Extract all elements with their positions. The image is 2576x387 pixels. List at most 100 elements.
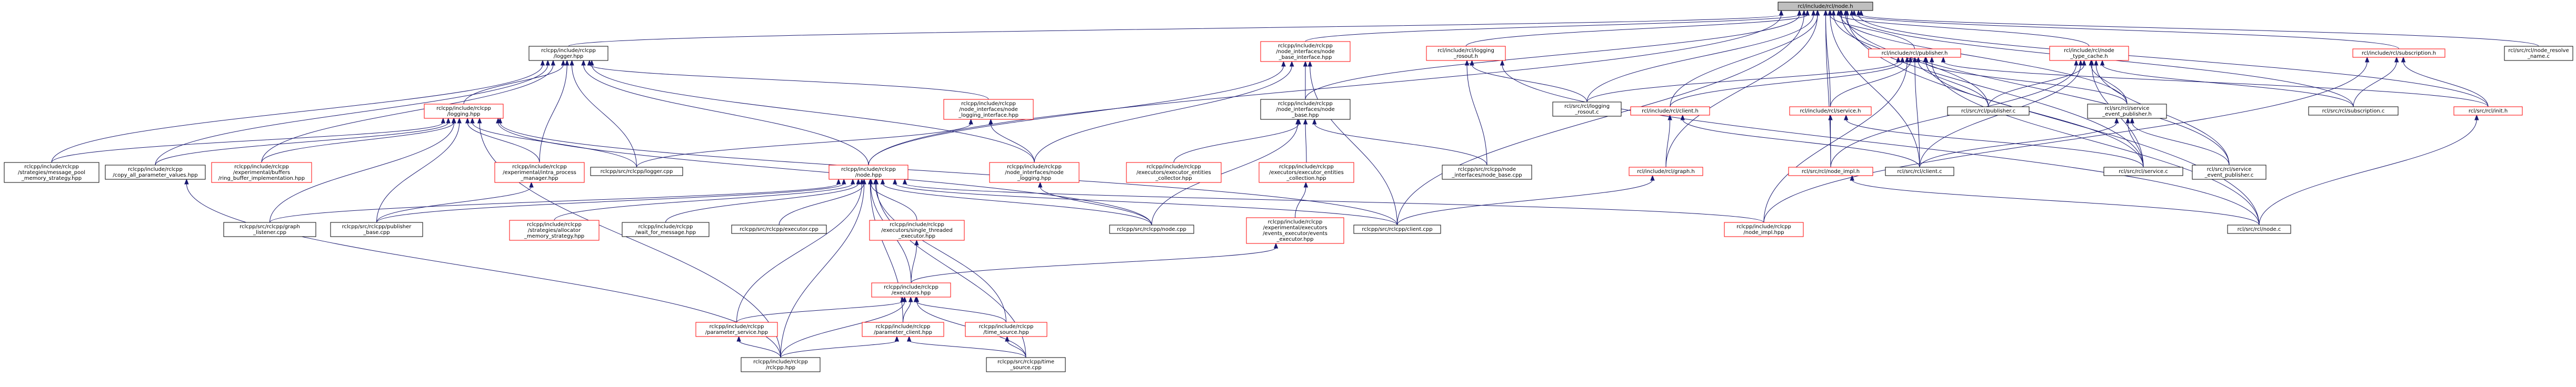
graph-node-rclcpp-hpp[interactable]: rclcpp/include/rclcpp/rclcpp.hpp [741, 357, 821, 372]
node-label-line: rcl/src/rcl/logging [1564, 104, 1610, 109]
node-label-line: rclcpp/include/rclcpp [1268, 219, 1323, 225]
edge-arrowhead [880, 178, 885, 185]
node-label-line: /executors/single_threaded [881, 228, 953, 233]
dependency-edge [554, 183, 853, 221]
graph-node-wait-for-message[interactable]: rclcpp/include/rclcpp/wait_for_message.h… [622, 222, 710, 237]
node-box [211, 162, 312, 183]
graph-node-copy-all-params[interactable]: rclcpp/include/rclcpp/copy_all_parameter… [105, 165, 206, 180]
graph-node-rcl-node-impl-h[interactable]: rcl/src/rcl/node_impl.h [1788, 167, 1873, 176]
dependency-edge [583, 64, 869, 166]
graph-node-time-source-cpp[interactable]: rclcpp/src/rclcpp/time_source.cpp [986, 357, 1066, 372]
dependency-edge [2132, 122, 2230, 166]
graph-node-nif-logging-iface[interactable]: rclcpp/include/rclcpp/node_interfaces/no… [943, 99, 1034, 120]
graph-node-rcl-client-h[interactable]: rcl/include/rcl/client.h [1630, 106, 1710, 116]
graph-node-rcl-client-c[interactable]: rcl/src/rcl/client.c [1885, 167, 1954, 176]
node-label-line: _logging.hpp [1017, 176, 1051, 181]
node-box [943, 99, 1034, 120]
graph-node-rcl-service-h[interactable]: rcl/include/rcl/service.h [1789, 106, 1872, 116]
graph-node-events-executor[interactable]: rclcpp/include/rclcpp/experimental/execu… [1246, 217, 1344, 244]
graph-node-rcl-publisher-h[interactable]: rcl/include/rcl/publisher.h [1868, 48, 1961, 58]
graph-node-executors-hpp[interactable]: rclcpp/include/rclcpp/executors.hpp [871, 282, 951, 298]
node-label-line: _manager.hpp [520, 176, 558, 181]
edge-arrowhead [1941, 56, 1946, 63]
dependency-edge [155, 122, 449, 166]
graph-node-executor-entities-collection[interactable]: rclcpp/include/rclcpp/executors/executor… [1259, 162, 1354, 183]
node-label-line: /strategies/message_pool [18, 170, 85, 176]
graph-node-node-hpp[interactable]: rclcpp/include/rclcpp/node.hpp [828, 165, 908, 180]
edge-arrowhead [969, 118, 973, 125]
graph-node-single-threaded-exec[interactable]: rclcpp/include/rclcpp/executors/single_t… [869, 220, 965, 241]
graph-node-nif-node-logging[interactable]: rclcpp/include/rclcpp/node_interfaces/no… [989, 162, 1080, 183]
graph-node-publisher-base-cpp[interactable]: rclcpp/src/rclcpp/publisher_base.cpp [330, 222, 423, 237]
graph-node-nif-base-iface[interactable]: rclcpp/include/rclcpp/node_interfaces/no… [1260, 41, 1351, 62]
graph-node-rcl-logging-rosout[interactable]: rcl/include/rcl/logging_rosout.h [1426, 46, 1506, 61]
graph-node-allocator-mem-strategy[interactable]: rclcpp/include/rclcpp/strategies/allocat… [509, 220, 600, 241]
dependency-edge [1472, 64, 1587, 103]
node-label-line: /node_impl.hpp [1743, 230, 1784, 236]
graph-node-rcl-service-event-pub-c[interactable]: rcl/src/rcl/service_event_publisher.c [2192, 165, 2267, 180]
graph-node-client-cpp[interactable]: rclcpp/src/rclcpp/client.cpp [1353, 225, 1441, 234]
dependency-edge [1665, 14, 1818, 168]
node-box [1353, 225, 1441, 234]
dependency-edge [1665, 119, 1671, 168]
dependency-edge [870, 183, 903, 323]
graph-node-rcl-logging-rosout-c[interactable]: rcl/src/rcl/logging_rosout.c [1552, 101, 1622, 117]
graph-node-executor-entities-collector[interactable]: rclcpp/include/rclcpp/executors/executor… [1126, 162, 1222, 183]
graph-node-rcl-service-c[interactable]: rcl/src/rcl/service.c [2103, 167, 2183, 176]
graph-node-logger-cpp[interactable]: rclcpp/src/rclcpp/logger.cpp [590, 167, 683, 176]
edge-arrowhead [894, 335, 900, 342]
graph-node-executor-cpp[interactable]: rclcpp/src/rclcpp/executor.cpp [731, 225, 827, 234]
graph-node-rcl-subscription-h[interactable]: rcl/include/rcl/subscription.h [2352, 48, 2445, 58]
dependency-edge [376, 122, 460, 223]
node-label-line: rclcpp/src/rclcpp/client.cpp [1362, 227, 1432, 232]
edge-arrowhead [2074, 59, 2079, 66]
node-label-line: rclcpp/include/rclcpp [1736, 224, 1791, 230]
node-box [4, 162, 99, 183]
dependency-edge [2091, 64, 2128, 105]
graph-node-nif-node-base[interactable]: rclcpp/include/rclcpp/node_interfaces/no… [1260, 99, 1351, 120]
dependency-edge [1841, 14, 2144, 168]
edge-arrowhead [856, 178, 861, 185]
graph-node-rcl-node-type-cache[interactable]: rcl/include/rcl/node_type_cache.h [2049, 46, 2129, 61]
dependency-edge [269, 122, 455, 223]
graph-node-rcl-subscription-c[interactable]: rcl/src/rcl/subscription.c [2308, 106, 2399, 116]
graph-node-rcl-service-event-pub-h[interactable]: rcl/src/rcl/service_event_publisher.h [2087, 104, 2167, 119]
graph-node-logging-hpp[interactable]: rclcpp/include/rclcpp/logging.hpp [424, 104, 504, 119]
graph-node-rcl-node-c[interactable]: rcl/src/rcl/node.c [2227, 225, 2291, 234]
node-label-line: /wait_for_message.hpp [635, 230, 696, 236]
graph-node-root[interactable]: rcl/include/rcl/node.h [1778, 2, 1873, 11]
dependency-edge [2259, 119, 2477, 226]
edge-arrowhead [1797, 9, 1802, 16]
graph-node-parameter-client-hpp[interactable]: rclcpp/include/rclcpp/parameter_client.h… [862, 322, 944, 337]
dependency-edge [780, 340, 897, 358]
dependency-edge [2353, 61, 2397, 107]
graph-node-logger-hpp[interactable]: rclcpp/include/rclcpp/logger.hpp [528, 46, 608, 61]
graph-node-ring-buffer-impl[interactable]: rclcpp/include/rclcpp/experimental/buffe… [211, 162, 312, 183]
node-box [2453, 106, 2523, 116]
graph-node-time-source-hpp[interactable]: rclcpp/include/rclcpp/time_source.hpp [965, 322, 1047, 337]
graph-node-graph-listener-cpp[interactable]: rclcpp/src/rclcpp/graph_listener.cpp [223, 222, 316, 237]
graph-node-parameter-service-hpp[interactable]: rclcpp/include/rclcpp/parameter_service.… [695, 322, 778, 337]
graph-node-strategies-msg-pool[interactable]: rclcpp/include/rclcpp/strategies/message… [4, 162, 99, 183]
graph-node-rcl-init-h[interactable]: rcl/src/rcl/init.h [2453, 106, 2523, 116]
node-box [828, 165, 908, 180]
node-label-line: _event_publisher.h [2102, 111, 2151, 117]
edge-arrowhead [1273, 242, 1279, 249]
dependency-edge [1852, 179, 2260, 226]
node-box [871, 282, 951, 298]
edge-arrowhead [914, 296, 920, 302]
edge-arrowhead [1312, 118, 1317, 125]
graph-node-intra-process-mgr[interactable]: rclcpp/include/rclcpp/experimental/intra… [494, 162, 585, 183]
edge-arrowhead [565, 59, 570, 66]
node-label-line: _listener.cpp [253, 230, 286, 236]
edge-arrowhead [1896, 56, 1901, 63]
graph-node-rcl-graph-h[interactable]: rcl/include/rcl/graph.h [1629, 167, 1703, 176]
graph-node-rcl-publisher-c[interactable]: rcl/src/rcl/publisher.c [1947, 106, 2030, 116]
graph-node-rcl-node-resolve[interactable]: rcl/src/rcl/node_resolve_name.c [2504, 46, 2573, 61]
dependency-edge [51, 122, 444, 163]
edge-arrowhead [2094, 59, 2099, 66]
graph-node-node-impl-hpp[interactable]: rclcpp/include/rclcpp/node_impl.hpp [1724, 222, 1804, 237]
graph-node-node-cpp[interactable]: rclcpp/src/rclcpp/node.cpp [1109, 225, 1194, 234]
dependency-edge [780, 301, 905, 358]
graph-node-node-base-cpp[interactable]: rclcpp/src/rclcpp/node_interfaces/node_b… [1442, 165, 1532, 180]
